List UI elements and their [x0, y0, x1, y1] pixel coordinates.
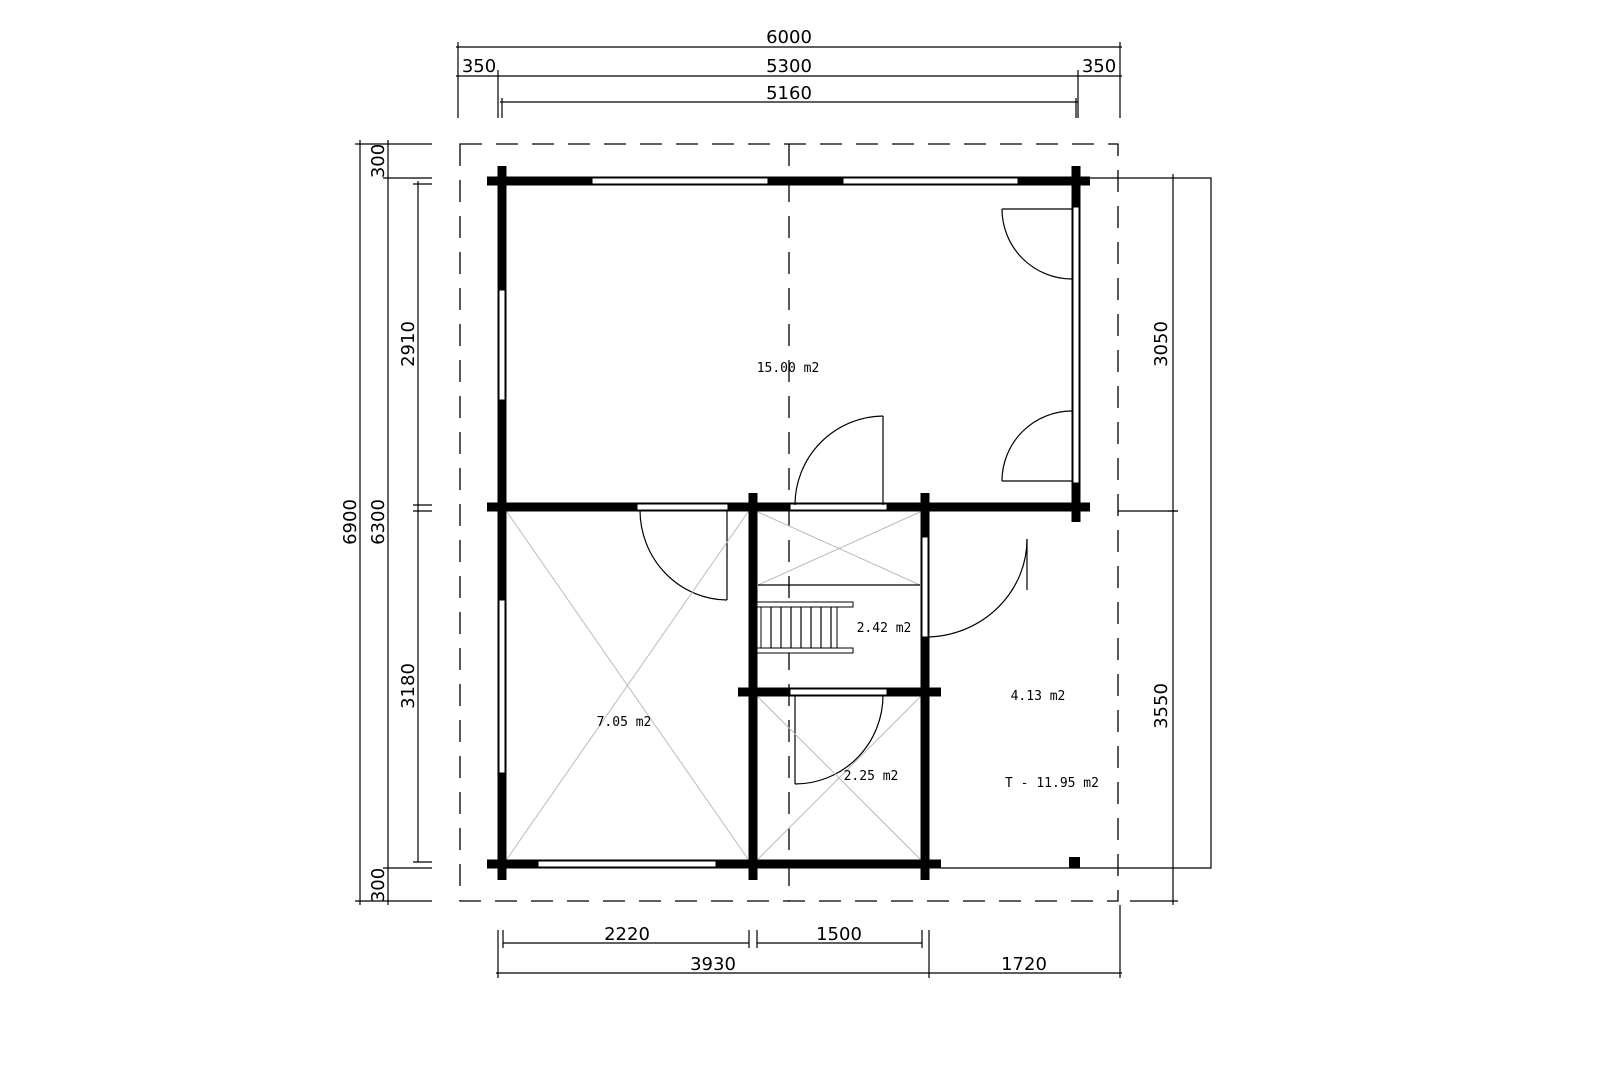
dim-top-right-overhang: 350 [1082, 56, 1116, 77]
dim-right-lower: 3550 [1151, 683, 1172, 729]
stairs [756, 601, 854, 654]
room-area-hall: 2.42 m2 [857, 621, 912, 636]
dim-left-upper: 2910 [398, 321, 419, 367]
dim-left-top-overhang: 300 [368, 144, 389, 178]
dim-bottom-c: 3930 [690, 954, 736, 975]
room-area-terrace: 4.13 m2 [1011, 689, 1066, 704]
dim-top-total: 6000 [766, 27, 812, 48]
dim-top-left-overhang: 350 [462, 56, 496, 77]
dim-left-lower: 3180 [398, 663, 419, 709]
dim-bottom-d: 1720 [1001, 954, 1047, 975]
dim-bottom-a: 2220 [604, 924, 650, 945]
dim-top-middle: 5300 [766, 56, 812, 77]
dim-bottom-b: 1500 [816, 924, 862, 945]
dimension-lines [355, 42, 1178, 978]
roof-outline [459, 143, 1119, 902]
room-area-bath: 2.25 m2 [844, 769, 899, 784]
windows [498, 177, 1080, 868]
room-area-bedroom: 7.05 m2 [597, 715, 652, 730]
total-area: T - 11.95 m2 [1005, 776, 1099, 791]
dim-top-inner: 5160 [766, 83, 812, 104]
dim-left-bottom-overhang: 300 [368, 868, 389, 902]
dim-right-upper: 3050 [1151, 321, 1172, 367]
dim-left-inner: 6300 [368, 499, 389, 545]
room-area-main: 15.00 m2 [757, 361, 820, 376]
dim-left-total: 6900 [340, 499, 361, 545]
doors [639, 208, 1073, 785]
void-markers [506, 511, 921, 860]
